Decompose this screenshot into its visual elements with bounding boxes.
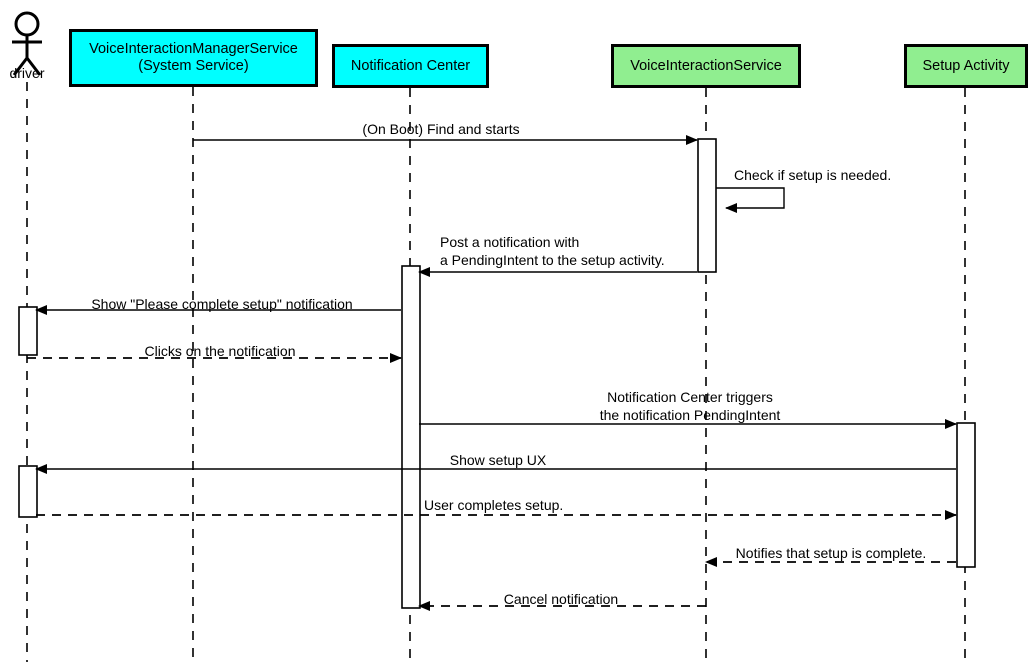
message-label-line: the notification PendingIntent bbox=[599, 406, 781, 423]
message-label-m5: Clicks on the notification bbox=[0, 343, 738, 361]
driver-actor-icon bbox=[12, 11, 42, 76]
message-label-m1: (On Boot) Find and starts bbox=[0, 121, 959, 139]
activation-bar-driver bbox=[18, 465, 38, 518]
participant-label-setup-activity: Setup Activity bbox=[922, 57, 1010, 74]
participant-box-notification-center[interactable]: Notification Center bbox=[332, 44, 489, 88]
message-label-line: Cancel notification bbox=[503, 591, 619, 607]
message-label-m2: Check if setup is needed. bbox=[734, 167, 891, 185]
activation-bar-notif bbox=[401, 265, 421, 609]
activation-bar-setup bbox=[956, 422, 976, 568]
message-label-line: Post a notification with bbox=[440, 234, 580, 250]
participant-box-voice-interaction-service[interactable]: VoiceInteractionService bbox=[611, 44, 801, 88]
vims-label-line1: VoiceInteractionManagerService bbox=[89, 41, 298, 58]
participant-box-setup-activity[interactable]: Setup Activity bbox=[904, 44, 1028, 88]
message-label-line: Notification Center triggers bbox=[607, 389, 773, 405]
message-label-m7: Show setup UX bbox=[0, 452, 1016, 470]
participant-label-notification-center: Notification Center bbox=[350, 57, 471, 74]
message-label-m8: User completes setup. bbox=[424, 497, 563, 515]
participant-box-vims[interactable]: VoiceInteractionManagerService (System S… bbox=[69, 29, 318, 87]
message-label-m9: Notifies that setup is complete. bbox=[314, 545, 1035, 563]
message-label-m4: Show "Please complete setup" notificatio… bbox=[0, 296, 740, 314]
participant-label-voice-interaction-service: VoiceInteractionService bbox=[630, 57, 782, 74]
message-arrows-group bbox=[27, 135, 957, 611]
message-arrow-m2 bbox=[716, 187, 785, 213]
message-label-line: a PendingIntent to the setup activity. bbox=[440, 251, 665, 268]
message-label-line: (On Boot) Find and starts bbox=[362, 121, 520, 137]
message-label-m10: Cancel notification bbox=[44, 591, 1035, 609]
message-label-line: User completes setup. bbox=[424, 497, 564, 513]
message-label-line: Show setup UX bbox=[449, 452, 547, 468]
participant-label-driver: driver bbox=[9, 65, 45, 81]
message-label-line: Notifies that setup is complete. bbox=[735, 545, 927, 561]
activation-bars-group bbox=[18, 138, 976, 609]
activation-bar-vis bbox=[697, 138, 717, 273]
vims-label-line2: (System Service) bbox=[138, 58, 249, 74]
message-label-line: Show "Please complete setup" notificatio… bbox=[91, 296, 353, 312]
activation-bar-driver bbox=[18, 306, 38, 356]
message-label-line: Clicks on the notification bbox=[144, 343, 296, 359]
participant-label-vims: VoiceInteractionManagerService (System S… bbox=[89, 41, 298, 74]
message-label-line: Check if setup is needed. bbox=[734, 167, 892, 183]
